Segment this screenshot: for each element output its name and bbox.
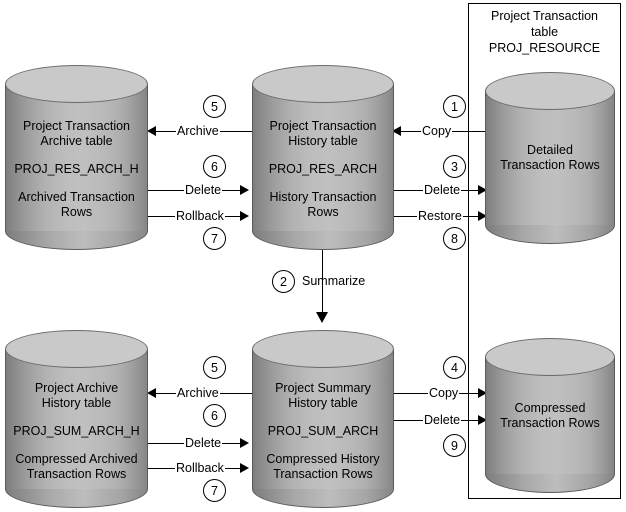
cylinder-body (485, 91, 615, 225)
cylinder-body (5, 84, 148, 231)
copy-arrowhead-compressed (478, 388, 487, 398)
step-circle-8: 8 (443, 227, 466, 250)
copy-arrowhead-detail (392, 126, 401, 136)
proj-resource-group-title: Project Transaction table PROJ_RESOURCE (488, 9, 601, 55)
cylinder-proj-resource: Detailed Transaction Rows (485, 72, 615, 244)
cylinder-proj-sum-arch-h: Project Archive History table PROJ_SUM_A… (5, 330, 148, 508)
cylinder-title: Project Summary History table (275, 380, 371, 410)
cylinder-labels: Project Transaction History table PROJ_R… (252, 95, 394, 244)
cylinder-top (485, 72, 615, 110)
step-circle-6-top: 6 (203, 155, 226, 178)
summarize-arrowhead (316, 312, 328, 323)
delete-label-detail: Delete (423, 183, 462, 197)
archive-label-top: Archive (176, 124, 220, 138)
cylinder-rows: Compressed Transaction Rows (500, 400, 600, 430)
cylinder-rows: Compressed History Transaction Rows (266, 451, 380, 481)
step-circle-7-top: 7 (203, 227, 226, 250)
delete-label-top: Delete (184, 183, 223, 197)
cylinder-labels: Project Summary History table PROJ_SUM_A… (252, 360, 394, 502)
proj-resource-group-box (468, 3, 621, 499)
cylinder-labels: Detailed Transaction Rows (485, 72, 615, 244)
rollback-label-bottom: Rollback (175, 461, 225, 475)
cylinder-top (252, 330, 394, 368)
cylinder-body (252, 349, 394, 489)
delete-label-bottom: Delete (184, 436, 223, 450)
cylinder-title: Project Transaction History table (269, 119, 377, 148)
delete-arrowhead-detail (478, 185, 487, 195)
cylinder-table-name: PROJ_RES_ARCH (268, 162, 378, 176)
cylinder-rows: Compressed Archived Transaction Rows (15, 451, 138, 481)
cylinder-top (252, 65, 394, 103)
archive-arrowhead-bottom (147, 388, 156, 398)
cylinder-top (485, 338, 615, 376)
cylinder-proj-sum-arch: Project Summary History table PROJ_SUM_A… (252, 330, 394, 508)
cylinder-rows: Archived Transaction Rows (18, 190, 135, 219)
cylinder-top (5, 330, 148, 368)
cylinder-rows: Detailed Transaction Rows (500, 143, 600, 172)
cylinder-table-name: PROJ_SUM_ARCH_H (13, 423, 140, 438)
summarize-line (322, 250, 323, 318)
cylinder-labels: Compressed Transaction Rows (485, 338, 615, 493)
cylinder-proj-res-arch-h: Project Transaction Archive table PROJ_R… (5, 65, 148, 250)
delete-arrowhead-bottom (240, 438, 249, 448)
archive-label-bottom: Archive (176, 386, 220, 400)
restore-label-detail: Restore (417, 209, 463, 223)
step-circle-9: 9 (443, 434, 466, 457)
step-circle-2: 2 (272, 270, 295, 293)
cylinder-rows: History Transaction Rows (269, 190, 377, 219)
cylinder-top (5, 65, 148, 103)
cylinder-table-name: PROJ_SUM_ARCH (267, 423, 379, 438)
delete-arrowhead-top (240, 185, 249, 195)
archive-arrowhead-top (147, 126, 156, 136)
restore-arrowhead-detail (478, 211, 487, 221)
step-circle-4: 4 (443, 356, 466, 379)
delete-arrowhead-compressed (478, 415, 487, 425)
cylinder-compressed-rows: Compressed Transaction Rows (485, 338, 615, 493)
rollback-label-top: Rollback (175, 209, 225, 223)
step-circle-6-bottom: 6 (203, 404, 226, 427)
copy-label-detail: Copy (421, 124, 453, 138)
step-circle-3: 3 (443, 155, 466, 178)
cylinder-proj-res-arch: Project Transaction History table PROJ_R… (252, 65, 394, 250)
delete-label-compressed: Delete (423, 413, 462, 427)
step-circle-5-bottom: 5 (203, 356, 226, 379)
cylinder-table-name: PROJ_RES_ARCH_H (14, 162, 139, 176)
rollback-arrowhead-bottom (240, 463, 249, 473)
cylinder-title: Project Archive History table (34, 380, 119, 410)
cylinder-body (252, 84, 394, 231)
step-circle-5-top: 5 (203, 95, 226, 118)
cylinder-body (485, 357, 615, 474)
cylinder-body (5, 349, 148, 489)
step-circle-7-bottom: 7 (203, 479, 226, 502)
step-circle-1: 1 (443, 95, 466, 118)
summarize-label: Summarize (302, 274, 366, 288)
cylinder-title: Project Transaction Archive table (23, 119, 130, 148)
copy-label-compressed: Copy (428, 386, 460, 400)
rollback-arrowhead-top (240, 211, 249, 221)
cylinder-labels: Project Transaction Archive table PROJ_R… (5, 95, 148, 244)
cylinder-labels: Project Archive History table PROJ_SUM_A… (5, 360, 148, 502)
